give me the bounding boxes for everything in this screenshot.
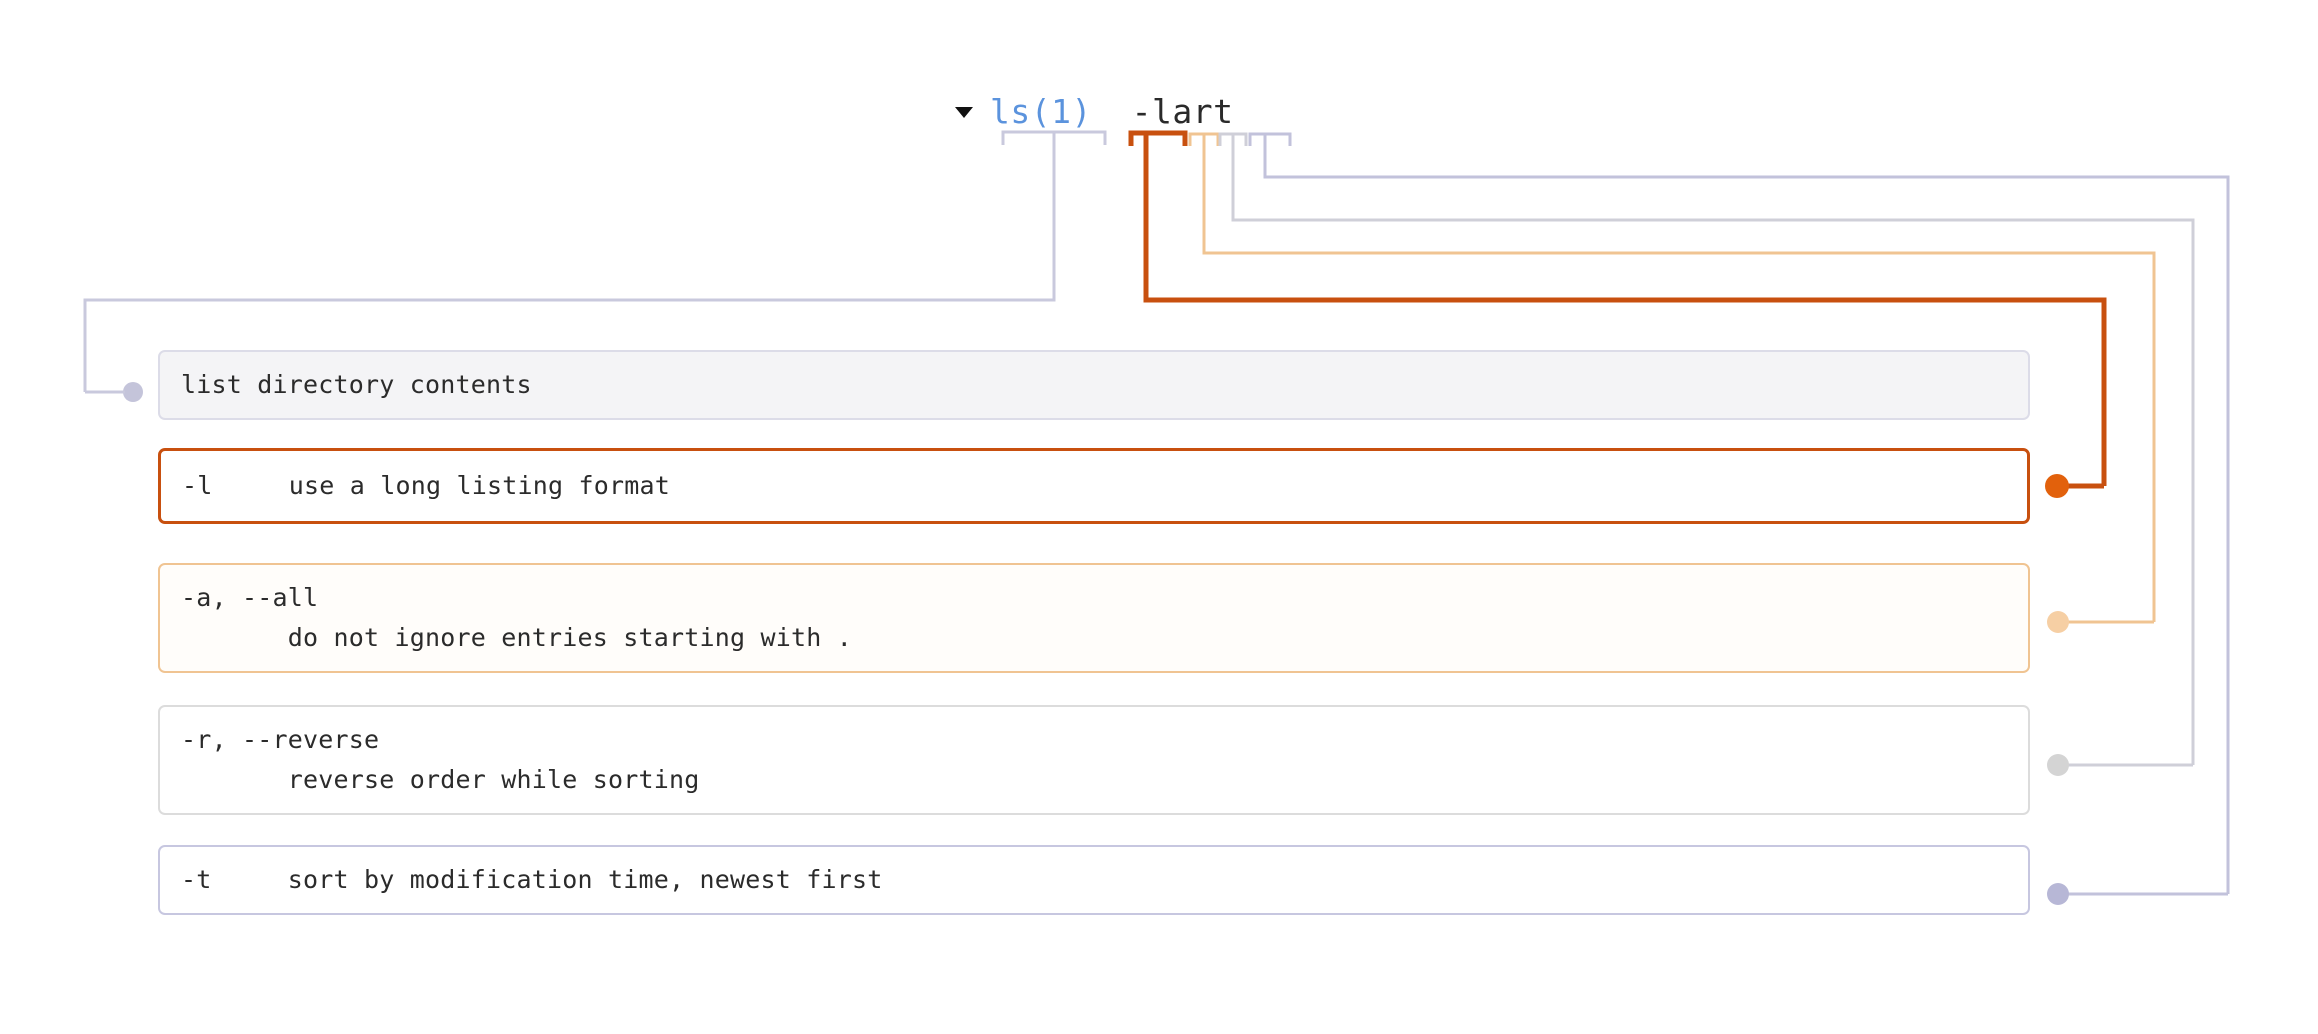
explanation-line: reverse order while sorting [181,765,700,794]
explanation-option-t[interactable]: -t sort by modification time, newest fir… [158,845,2030,915]
triangle-down-icon[interactable] [955,107,973,118]
explanation-line: -r, --reverse [181,725,380,754]
explanation-description[interactable]: list directory contents [158,350,2030,420]
command-line: ls(1) -lart [955,90,1233,132]
explanation-option-a[interactable]: -a, --all do not ignore entries starting… [158,563,2030,673]
command-name[interactable]: ls(1) [990,91,1092,131]
explanation-line: list directory contents [181,370,532,399]
explanation-option-r[interactable]: -r, --reverse reverse order while sortin… [158,705,2030,815]
explanation-option-l[interactable]: -l use a long listing format [158,448,2030,524]
explanation-line: -l use a long listing format [182,471,671,500]
explanation-line: -a, --all [181,583,319,612]
command-separator [1092,92,1132,131]
explanation-line: do not ignore entries starting with . [181,623,853,652]
connector-option-l [1128,130,2107,498]
command-arguments[interactable]: -lart [1131,91,1234,131]
explanation-line: -t sort by modification time, newest fir… [181,865,883,894]
